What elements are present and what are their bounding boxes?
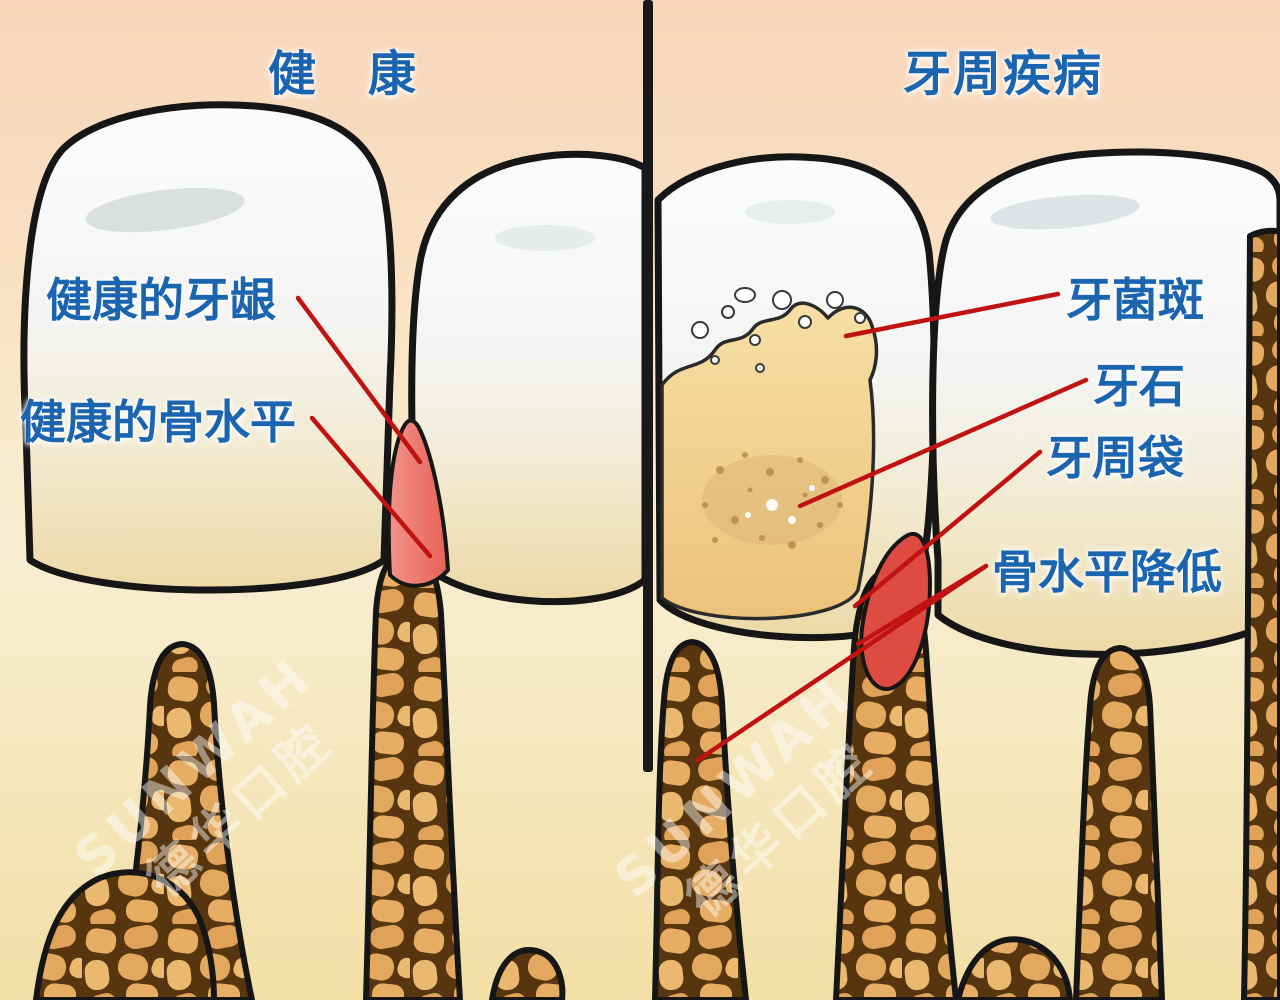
tartar-speckles bbox=[702, 452, 843, 549]
bone-spike-diseased-center bbox=[652, 639, 749, 1000]
plaque-deposit bbox=[660, 287, 879, 621]
gum-inflamed bbox=[859, 531, 932, 691]
leader-line-bone-loss-a bbox=[695, 563, 989, 763]
bone-spike-right bbox=[1073, 645, 1165, 1000]
bone-mass-bottom-left bbox=[33, 869, 217, 1000]
panel-title-healthy: 健 康 bbox=[268, 48, 419, 101]
divider-line bbox=[643, 0, 653, 772]
leader-line-plaque bbox=[843, 291, 1061, 339]
bone-strip-right-edge bbox=[1241, 227, 1280, 1000]
plaque-bubbles bbox=[691, 287, 866, 373]
leader-line-bone-loss-b bbox=[855, 563, 989, 647]
leader-line-tartar bbox=[797, 377, 1089, 509]
label-dental-plaque: 牙菌斑 bbox=[1066, 274, 1204, 326]
leader-line-healthy-bone bbox=[309, 415, 433, 559]
label-healthy-bone-level: 健康的骨水平 bbox=[20, 396, 296, 448]
label-tartar: 牙石 bbox=[1093, 360, 1185, 412]
label-periodontal-pocket: 牙周袋 bbox=[1046, 432, 1184, 484]
bone-mass-bottom-center-left bbox=[489, 947, 566, 1000]
tooth-crown-diseased-right bbox=[929, 148, 1280, 658]
label-healthy-gum: 健康的牙龈 bbox=[46, 274, 276, 326]
label-reduced-bone-level: 骨水平降低 bbox=[992, 546, 1222, 598]
leader-line-healthy-gum bbox=[295, 295, 423, 465]
gum-papilla-healthy bbox=[386, 418, 450, 588]
leader-line-pocket bbox=[852, 449, 1043, 609]
bone-mass-bottom-right bbox=[955, 936, 1073, 1000]
enamel-highlights bbox=[85, 187, 1140, 251]
panel-title-periodontal-disease: 牙周疾病 bbox=[903, 48, 1104, 101]
tooth-crown-healthy-right bbox=[408, 150, 649, 606]
